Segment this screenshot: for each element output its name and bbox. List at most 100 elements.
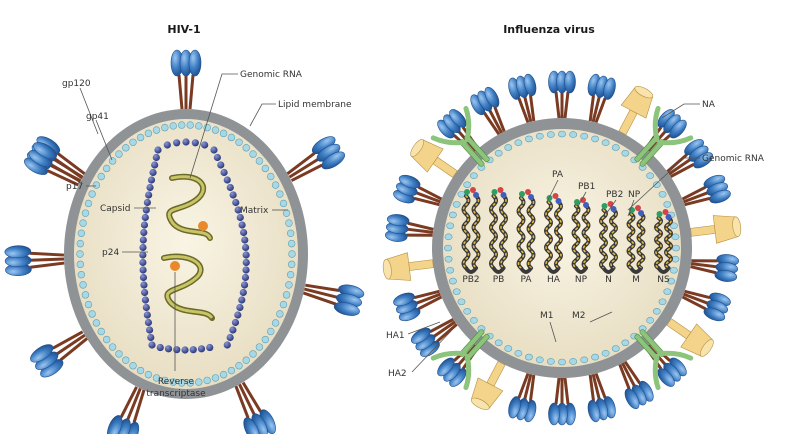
capsid-bead — [139, 266, 147, 274]
m1-bead — [452, 201, 461, 208]
matrix-bead — [282, 291, 291, 299]
m1-bead — [514, 139, 523, 146]
capsid-bead — [229, 326, 237, 334]
m1-bead — [449, 277, 457, 285]
matrix-bead — [178, 121, 186, 129]
flu-segment-label: M — [632, 275, 640, 285]
capsid-bead — [181, 346, 189, 354]
flu-surface-spikes — [382, 70, 742, 426]
matrix-bead — [279, 300, 288, 309]
ha-spike — [470, 86, 506, 136]
flu-virion — [382, 70, 742, 426]
m1-bead — [558, 358, 566, 366]
m1-bead — [525, 135, 533, 143]
matrix-bead — [169, 122, 177, 130]
ha-spike — [548, 377, 576, 426]
pb1-subunit — [497, 187, 504, 193]
flu-label-pa: PA — [552, 170, 564, 180]
matrix-bead — [84, 199, 93, 208]
matrix-bead — [186, 379, 194, 387]
flu-rna-segment — [489, 187, 508, 274]
m1-bead — [580, 356, 589, 364]
na-spike — [690, 215, 742, 244]
m1-bead — [444, 255, 453, 263]
ha-spike — [587, 73, 616, 124]
ha-spike — [508, 73, 537, 124]
matrix-bead — [261, 164, 270, 173]
ha-spike — [681, 289, 731, 322]
matrix-bead — [286, 270, 295, 279]
matrix-bead — [285, 219, 293, 227]
pb1-subunit — [470, 187, 476, 193]
m1-bead — [457, 190, 466, 198]
pb2-subunit — [665, 214, 672, 220]
capsid-bead — [213, 153, 222, 162]
m1-bead — [457, 298, 466, 306]
capsid-bead — [140, 221, 149, 229]
matrix-bead — [79, 219, 87, 227]
matrix-bead — [152, 374, 161, 382]
flu-segment-label: PB2 — [462, 275, 479, 285]
m1-bead — [652, 181, 661, 188]
m1-bead — [463, 181, 472, 188]
flu-genomic-segments — [461, 187, 673, 274]
m1-bead — [671, 233, 680, 241]
m1-bead — [652, 308, 661, 315]
pa-subunit — [464, 189, 470, 195]
capsid-bead — [223, 341, 231, 349]
m1-bead — [444, 244, 452, 252]
capsid-bead — [164, 345, 173, 353]
capsid-bead — [151, 161, 159, 169]
m1-bead — [546, 131, 555, 138]
matrix-bead — [267, 327, 275, 336]
m1-bead — [646, 172, 655, 179]
capsid-bead — [142, 206, 150, 214]
hiv-label-lipid-membrane: Lipid membrane — [278, 100, 352, 110]
capsid-bead — [148, 341, 156, 349]
hiv-leader-lines — [79, 73, 288, 371]
m1-bead — [494, 339, 503, 347]
matrix-bead — [81, 291, 90, 299]
pa-subunit — [546, 195, 553, 201]
pb2-subunit — [555, 198, 562, 204]
m1-bead — [669, 266, 678, 274]
m2-channel — [430, 329, 490, 391]
matrix-bead — [122, 356, 130, 364]
ha-spike — [690, 254, 739, 282]
m1-bead — [525, 353, 533, 361]
hiv-reverse-transcriptase-2 — [170, 261, 180, 271]
na-spike — [470, 360, 506, 410]
flu-segment-label: N — [605, 275, 612, 285]
matrix-bead — [211, 126, 220, 134]
flu-rna-segment — [544, 193, 563, 274]
flu-segment-label: HA — [547, 275, 561, 285]
matrix-bead — [129, 138, 137, 146]
m1-bead — [591, 135, 599, 143]
m1-bead — [444, 233, 453, 241]
m1-bead — [569, 358, 578, 365]
m2-channel — [634, 105, 694, 167]
m1-bead — [621, 339, 630, 347]
capsid-bead — [152, 153, 160, 162]
matrix-bead — [77, 229, 86, 238]
matrix-bead — [287, 260, 296, 269]
matrix-bead — [76, 260, 85, 269]
m1-bead — [667, 277, 675, 285]
matrix-bead — [88, 190, 96, 198]
matrix-bead — [288, 250, 296, 258]
na-spike — [618, 86, 654, 136]
pb2-subunit — [528, 194, 534, 200]
capsid-bead — [236, 213, 244, 222]
matrix-bead — [276, 190, 284, 198]
hiv-label-reverse-transcriptase-line2: transcriptase — [146, 389, 206, 399]
matrix-bead — [219, 370, 228, 379]
capsid-bead — [226, 333, 234, 342]
matrix-bead — [136, 366, 145, 375]
pb2-subunit — [500, 192, 507, 198]
capsid-bead — [140, 228, 148, 237]
m1-bead — [611, 144, 620, 151]
matrix-bead — [203, 123, 211, 132]
matrix-bead — [235, 362, 243, 370]
